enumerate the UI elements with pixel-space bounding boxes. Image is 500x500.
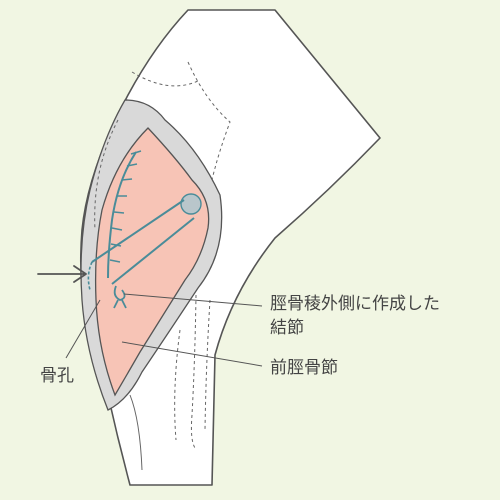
dashed-contour-right-2: [190, 294, 197, 449]
dashed-contour-right-3: [204, 299, 211, 431]
dashed-contour-right-1: [187, 61, 231, 211]
leader-bone-hole: [65, 299, 101, 359]
solid-contour-lower: [129, 394, 143, 471]
suture-through-hole: [87, 261, 93, 291]
muscle-region: [94, 127, 210, 397]
dashed-contour-lower: [174, 329, 181, 441]
leader-knot: [123, 293, 263, 307]
dashed-contour-left: [94, 119, 119, 231]
bone-hole-circle: [180, 193, 202, 215]
suture-curved: [107, 151, 137, 279]
label-lateral-knot-line1: 脛骨稜外側に作成した: [270, 294, 440, 314]
label-tibialis-anterior: 前脛骨節: [270, 358, 338, 378]
label-bone-hole: 骨孔: [40, 366, 74, 386]
suture-upper-line: [91, 199, 185, 263]
label-lateral-knot-line2: 結節: [270, 318, 304, 338]
label-lateral-knot: 脛骨稜外側に作成した 結節: [270, 292, 440, 340]
leader-tibialis: [121, 341, 263, 367]
arrow-right-icon: [37, 265, 87, 283]
suture-lower-line: [111, 217, 195, 285]
dashed-contour-upper: [131, 71, 201, 87]
